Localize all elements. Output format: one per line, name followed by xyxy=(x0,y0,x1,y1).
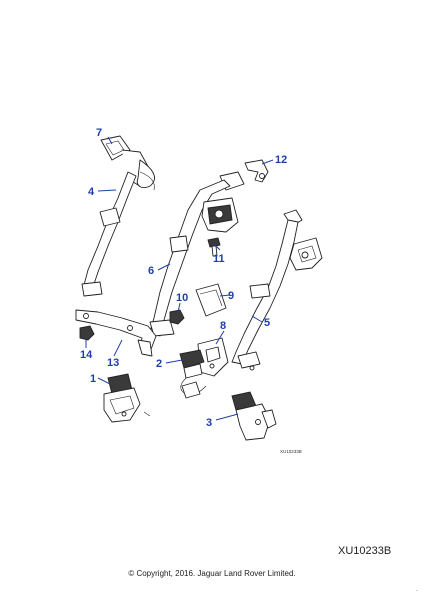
callout-7: 7 xyxy=(96,127,102,139)
part-3-right-buckle xyxy=(231,391,277,441)
part-13-anchor-plate xyxy=(75,309,157,357)
callout-10: 10 xyxy=(176,292,188,304)
corner-mark: ـ xyxy=(416,587,418,593)
callout-2: 2 xyxy=(156,358,162,370)
callout-5: 5 xyxy=(264,317,270,329)
diagram-small-code: XU10233B xyxy=(280,449,302,454)
callout-1: 1 xyxy=(90,373,96,385)
part-5-right-belt-assembly xyxy=(231,209,323,371)
callout-8: 8 xyxy=(220,320,226,332)
callout-numbers: 7 12 4 11 6 10 9 8 5 2 14 13 1 3 xyxy=(80,127,287,429)
callout-6: 6 xyxy=(148,265,154,277)
diagram-reference-code: XU10233B xyxy=(338,545,392,557)
part-10-nut xyxy=(169,309,185,325)
part-11-bolt xyxy=(207,237,221,257)
callout-3: 3 xyxy=(206,417,212,429)
part-4-left-belt-assembly xyxy=(81,159,155,297)
callout-14: 14 xyxy=(80,349,93,361)
part-6-centre-belt-assembly xyxy=(149,171,245,337)
part-1-left-buckle xyxy=(103,373,151,423)
part-2-centre-buckle xyxy=(179,349,207,399)
part-12-upper-guide-bracket xyxy=(244,159,269,183)
callout-9: 9 xyxy=(228,290,234,302)
callout-4: 4 xyxy=(88,186,95,198)
leader-lines xyxy=(85,136,274,421)
callout-11: 11 xyxy=(213,253,225,265)
part-8-buckle-bracket xyxy=(197,337,229,377)
part-14-nut xyxy=(79,325,95,341)
callout-13: 13 xyxy=(107,357,119,369)
copyright-notice: © Copyright, 2016. Jaguar Land Rover Lim… xyxy=(128,569,296,578)
part-9-cover xyxy=(195,283,227,317)
callout-12: 12 xyxy=(275,154,287,166)
